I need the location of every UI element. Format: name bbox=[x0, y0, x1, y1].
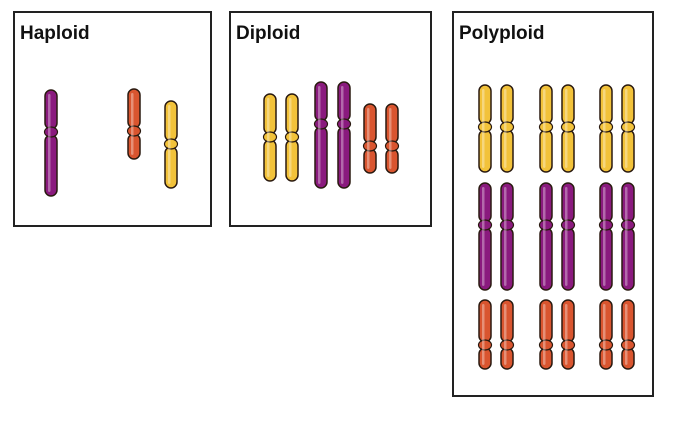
purple-chromosome bbox=[620, 182, 636, 291]
yellow-chromosome bbox=[499, 84, 515, 173]
red-chromosome bbox=[538, 299, 554, 370]
haploid-title: Haploid bbox=[20, 23, 90, 44]
red-chromosome bbox=[384, 103, 400, 174]
red-chromosome bbox=[598, 299, 614, 370]
red-chromosome bbox=[126, 88, 142, 160]
purple-chromosome bbox=[43, 89, 59, 197]
purple-chromosome bbox=[538, 182, 554, 291]
purple-chromosome bbox=[313, 81, 329, 189]
yellow-chromosome bbox=[163, 100, 179, 189]
yellow-chromosome bbox=[620, 84, 636, 173]
red-chromosome bbox=[477, 299, 493, 370]
yellow-chromosome bbox=[560, 84, 576, 173]
red-chromosome bbox=[560, 299, 576, 370]
purple-chromosome bbox=[499, 182, 515, 291]
purple-chromosome bbox=[336, 81, 352, 189]
yellow-chromosome bbox=[598, 84, 614, 173]
polyploid-title: Polyploid bbox=[459, 23, 545, 44]
red-chromosome bbox=[620, 299, 636, 370]
red-chromosome bbox=[499, 299, 515, 370]
purple-chromosome bbox=[598, 182, 614, 291]
purple-chromosome bbox=[477, 182, 493, 291]
yellow-chromosome bbox=[284, 93, 300, 182]
yellow-chromosome bbox=[262, 93, 278, 182]
yellow-chromosome bbox=[538, 84, 554, 173]
diploid-title: Diploid bbox=[236, 23, 301, 44]
purple-chromosome bbox=[560, 182, 576, 291]
red-chromosome bbox=[362, 103, 378, 174]
yellow-chromosome bbox=[477, 84, 493, 173]
